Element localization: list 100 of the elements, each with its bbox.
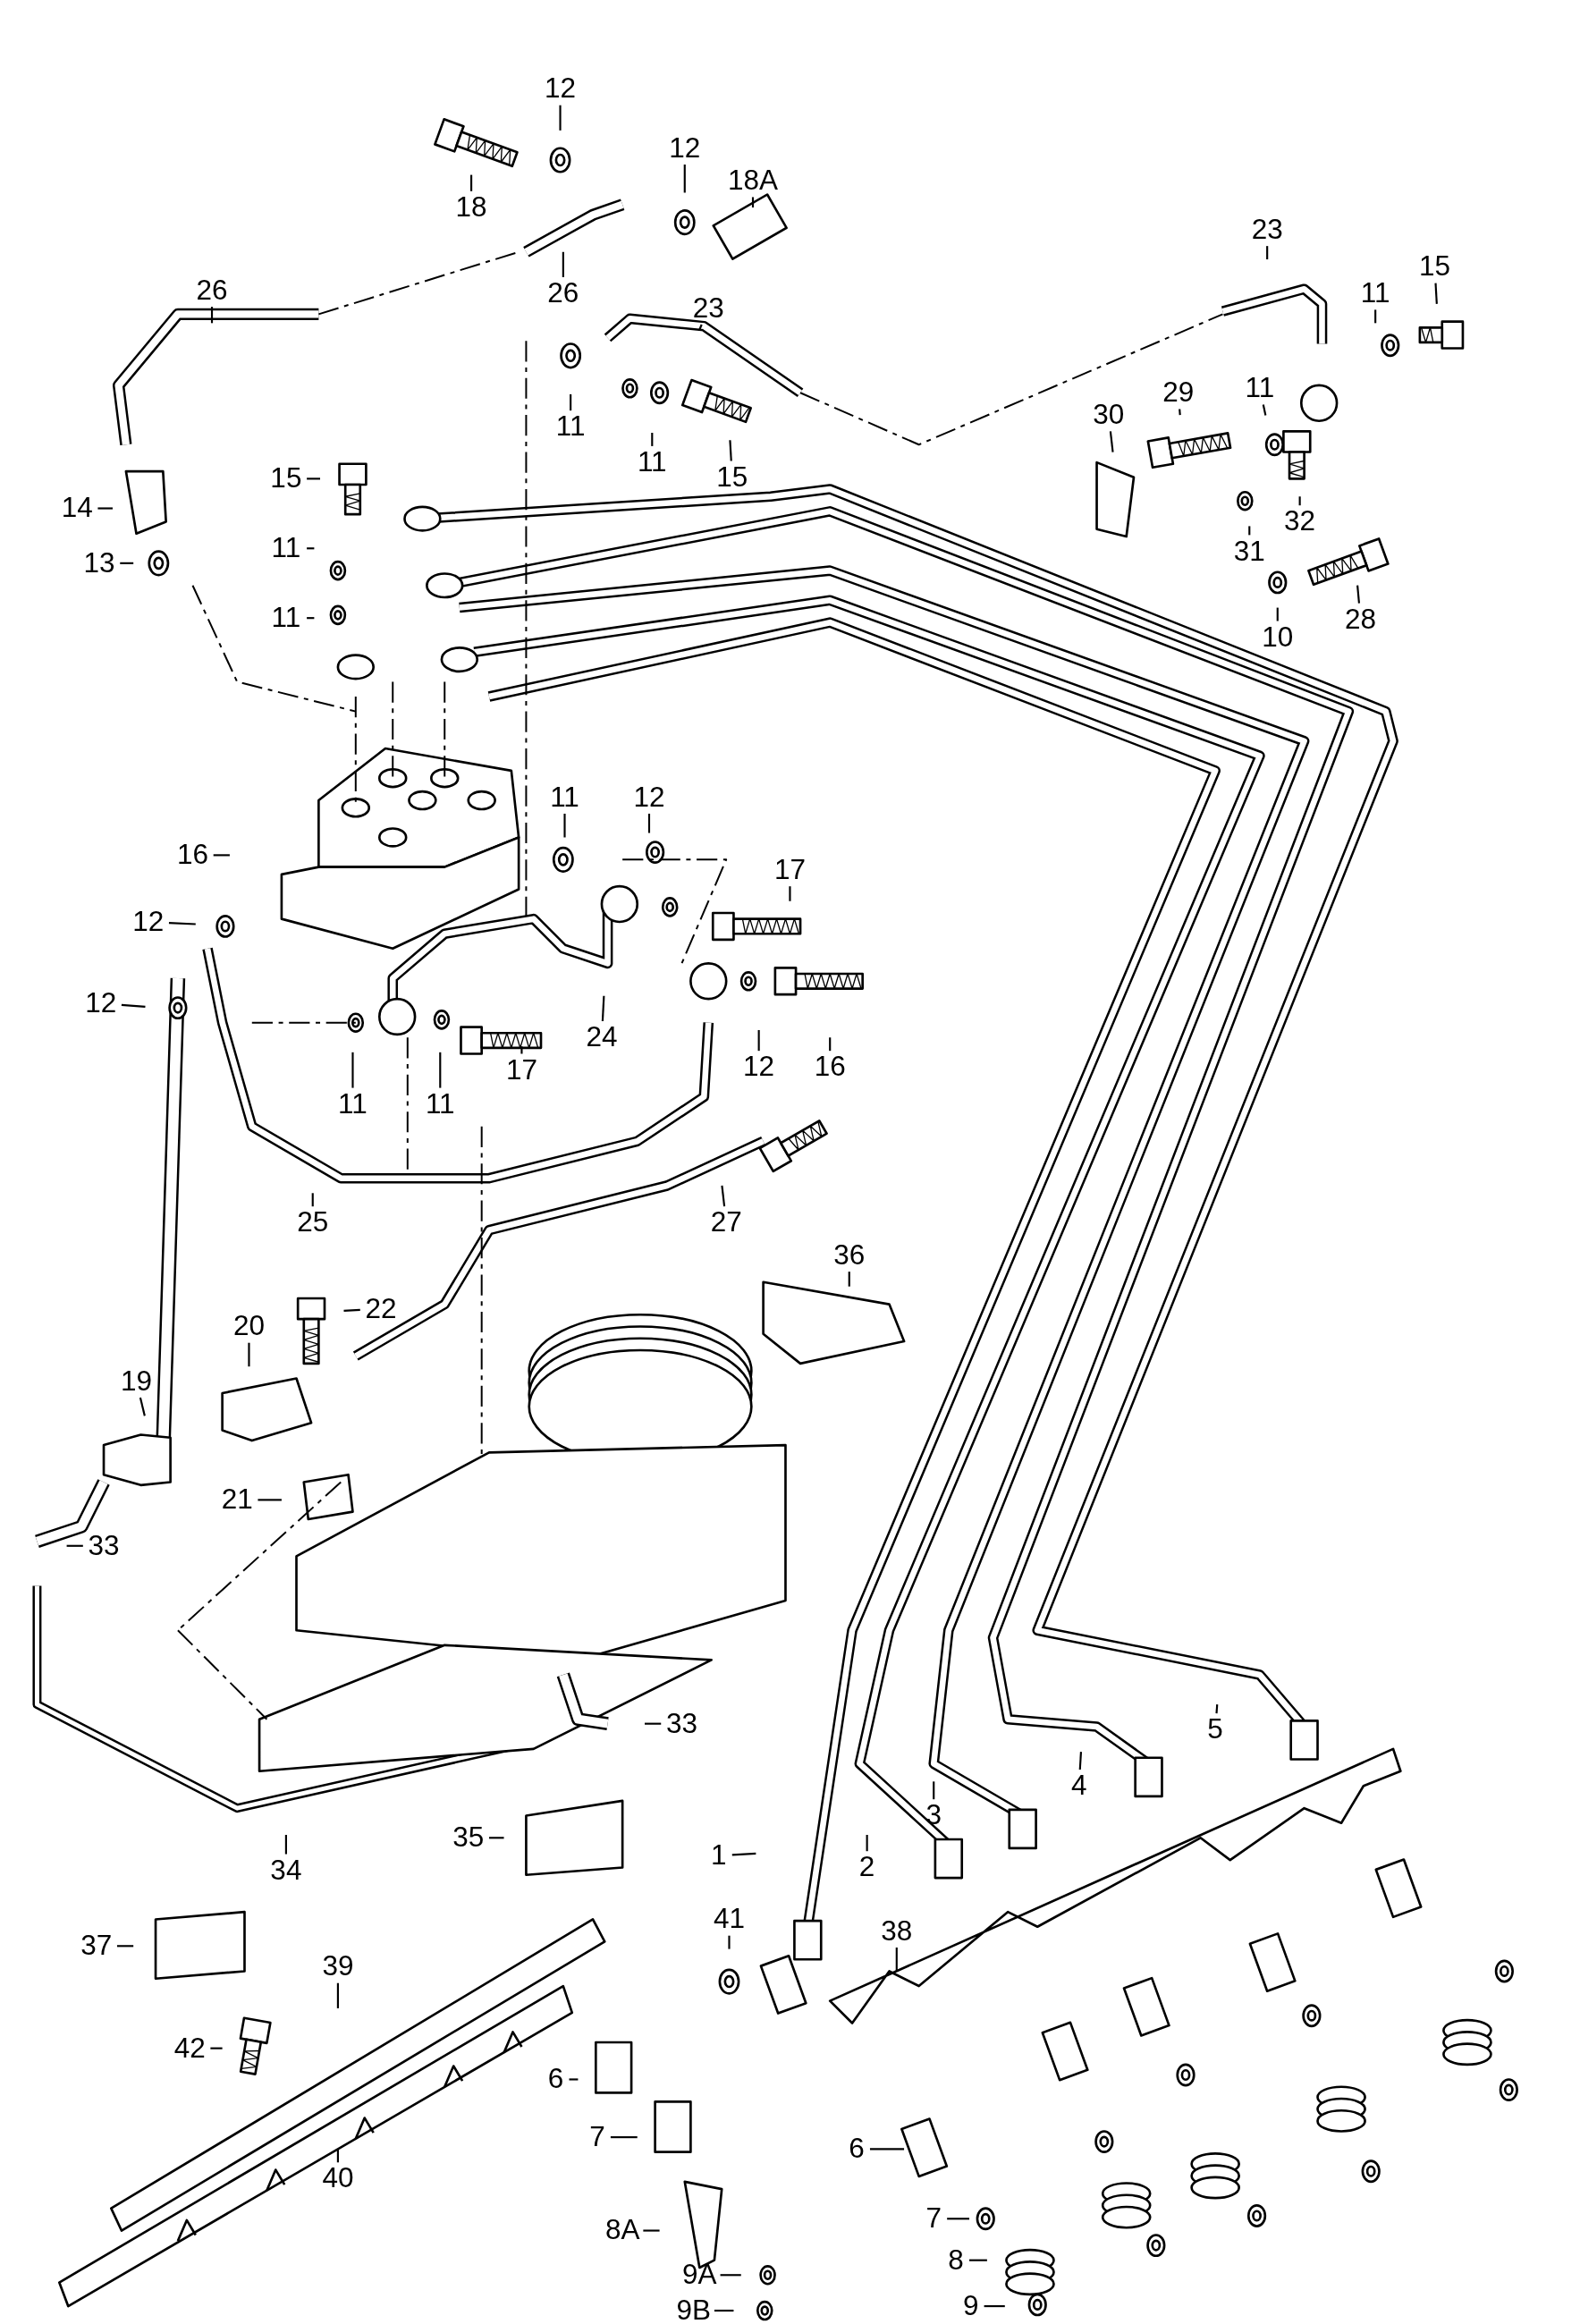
callout-number: 16	[809, 1051, 851, 1084]
callout-number: 18	[450, 190, 493, 224]
callout-number: 12	[80, 986, 122, 1020]
callout-number: 12	[127, 905, 169, 939]
leader-line	[984, 2305, 1005, 2308]
leader-line	[728, 1935, 731, 1949]
callout-number: 20	[228, 1310, 270, 1343]
callout-number: 38	[875, 1914, 917, 1948]
leader-line	[757, 1029, 760, 1052]
leader-line	[307, 617, 315, 620]
leader-line	[351, 1052, 354, 1088]
callout-number: 33	[82, 1529, 125, 1562]
leader-line	[895, 1947, 898, 1972]
leader-line	[210, 2047, 223, 2049]
callout-number: 7	[584, 2120, 611, 2154]
callout-number: 41	[708, 1903, 750, 1936]
callout-number: 18A	[724, 165, 782, 198]
callout-number: 25	[291, 1206, 334, 1239]
leader-line	[248, 1342, 250, 1367]
leader-line	[729, 440, 732, 461]
leader-line	[651, 433, 654, 446]
callout-number: 22	[359, 1292, 402, 1325]
leader-line	[470, 174, 473, 191]
leader-line	[969, 2259, 987, 2261]
leader-line	[731, 1852, 756, 1856]
callout-number: 12	[738, 1051, 780, 1084]
leader-line	[610, 2136, 638, 2139]
leader-line	[869, 2148, 905, 2151]
callout-number: 24	[580, 1021, 623, 1054]
leader-line	[121, 1003, 146, 1008]
leader-line	[562, 251, 564, 277]
callout-number: 9B	[672, 2294, 714, 2324]
leader-line	[120, 562, 134, 564]
leader-line	[139, 1397, 146, 1416]
callout-number: 30	[1087, 398, 1129, 432]
leader-line	[559, 105, 562, 131]
callout-number: 11	[631, 445, 673, 479]
callout-number: 27	[705, 1206, 748, 1239]
callout-number: 6	[542, 2063, 570, 2096]
callout-number: 5	[1202, 1713, 1229, 1746]
leader-line	[489, 1837, 504, 1839]
callout-number: 29	[1157, 376, 1199, 410]
leader-line	[66, 1544, 83, 1547]
callout-number: 11	[1238, 372, 1281, 405]
leader-line	[720, 2274, 741, 2277]
leader-line	[336, 1982, 339, 2008]
callout-number: 37	[75, 1930, 117, 1963]
callout-number: 15	[1414, 250, 1456, 283]
callout-number: 26	[190, 274, 233, 308]
leader-line	[866, 1835, 868, 1852]
callout-number: 11	[265, 532, 308, 565]
leader-line	[258, 1499, 282, 1501]
leader-line	[439, 1052, 442, 1088]
callout-number: 6	[843, 2133, 870, 2166]
callout-number: 23	[1246, 213, 1289, 247]
callout-number: 23	[688, 292, 730, 325]
callout-number: 1	[705, 1838, 732, 1872]
callout-number: 32	[1279, 505, 1321, 538]
leader-line	[168, 922, 196, 925]
callout-number: 12	[539, 72, 581, 106]
leader-line	[721, 1185, 726, 1207]
callout-number: 11	[544, 781, 586, 814]
leader-line	[1266, 246, 1269, 260]
callout-number: 11	[419, 1087, 461, 1121]
leader-line	[1434, 283, 1438, 304]
leader-line	[1374, 309, 1377, 324]
leader-line	[714, 2309, 734, 2312]
callout-number: 14	[56, 492, 98, 525]
leader-line	[569, 2078, 579, 2081]
leader-line	[1179, 409, 1181, 416]
callout-number: 2	[853, 1851, 881, 1884]
leader-line	[563, 813, 566, 838]
callout-number: 39	[317, 1950, 359, 1983]
callout-number: 35	[447, 1821, 489, 1855]
callout-number: 9A	[679, 2259, 721, 2292]
leader-line	[1276, 607, 1279, 621]
callout-number: 26	[542, 276, 585, 310]
leader-line	[520, 1046, 523, 1054]
leader-line	[284, 1835, 287, 1855]
callout-number: 11	[549, 410, 592, 444]
leader-line	[1248, 526, 1251, 536]
leader-line	[116, 1945, 134, 1948]
leader-line	[829, 1037, 832, 1052]
leader-line	[647, 813, 651, 833]
leader-line	[848, 1272, 850, 1287]
callout-number: 17	[501, 1053, 543, 1086]
callout-number: 12	[663, 131, 706, 165]
leader-line	[213, 854, 230, 857]
callout-number: 8A	[601, 2214, 644, 2247]
callout-number: 21	[216, 1483, 258, 1517]
callout-number: 8	[942, 2244, 969, 2277]
callout-number: 33	[661, 1707, 703, 1740]
leader-line	[1109, 431, 1114, 452]
callout-number: 13	[78, 546, 121, 580]
callout-number: 17	[769, 853, 811, 887]
leader-line	[1262, 404, 1267, 416]
leader-line	[698, 324, 703, 331]
callout-number: 34	[265, 1854, 308, 1887]
leader-line	[683, 165, 686, 193]
leader-line	[933, 1781, 935, 1800]
